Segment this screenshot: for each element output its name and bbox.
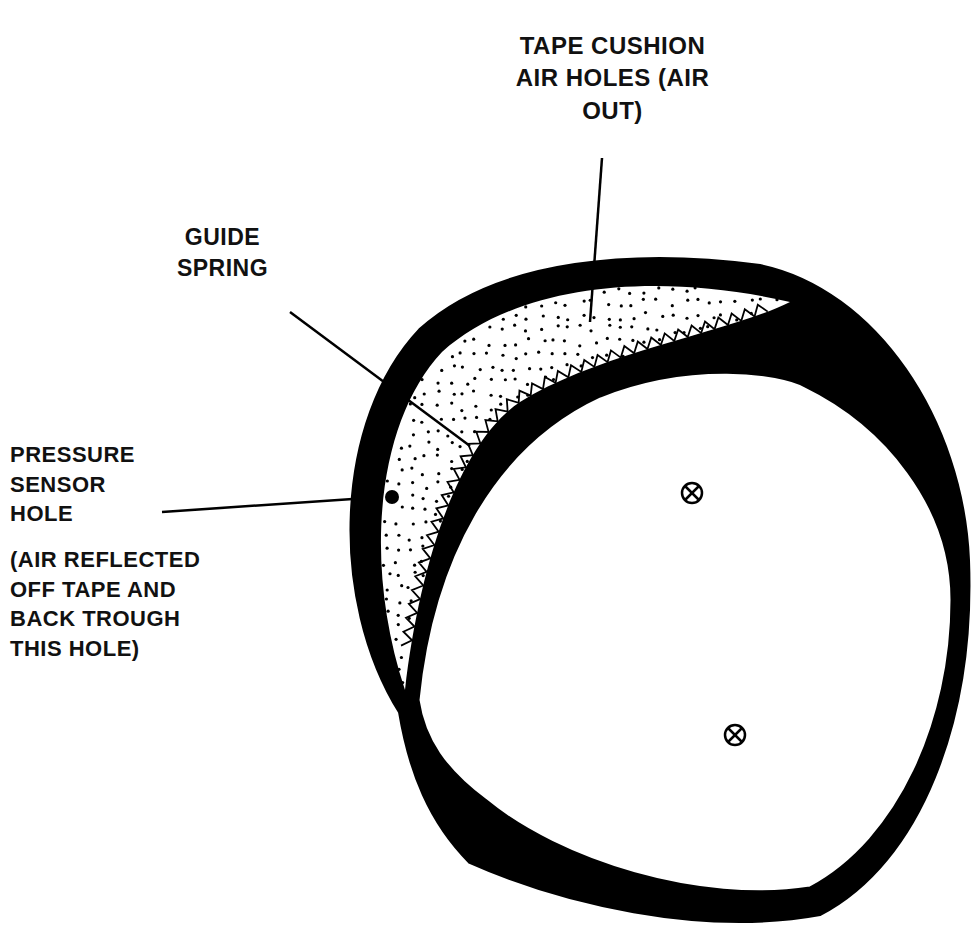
screw-symbol [725,725,745,745]
screw-symbol [682,483,702,503]
callout-label: (AIR REFLECTED OFF TAPE AND BACK TROUGH … [10,545,210,664]
leader-line [290,312,470,446]
leader-line [162,497,382,512]
pressure-sensor-hole [385,490,399,504]
callout-label: TAPE CUSHION AIR HOLES (AIR OUT) [505,30,720,127]
air-holes [382,286,779,684]
guide-face [418,372,952,891]
spring-coil [401,305,768,646]
guide-spring [401,305,768,646]
guide-body [351,259,968,921]
callout-label: GUIDE SPRING [160,222,285,284]
callout-label: PRESSURE SENSOR HOLE [10,440,135,529]
leader-line [590,158,602,322]
